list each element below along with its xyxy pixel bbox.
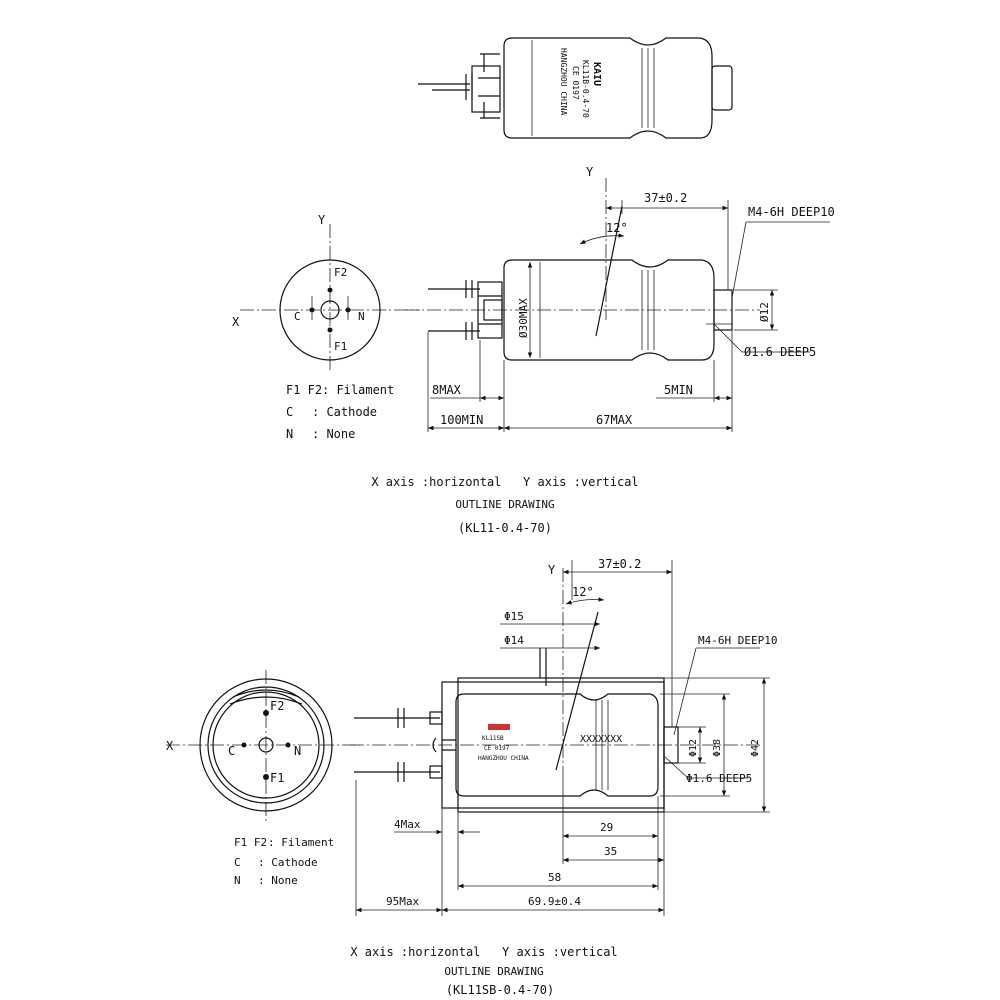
dim-dia12: Φ12 [688,739,699,757]
label-origin: HANGZHOU CHINA [478,755,529,762]
dim-hole: Ø1.6 DEEP5 [744,345,816,359]
legend-key: N [286,427,293,441]
dim-dia42: Φ42 [750,739,761,757]
legend-2: F1 F2 : Filament C : Cathode N : None [234,836,334,887]
axis-x-label: X [232,315,240,329]
end-view-1: X Y F2 F1 C N [232,213,420,372]
dim-angle: 12° [572,585,594,599]
pin-c-label: C [294,310,301,323]
legend-key: C [286,405,293,419]
caption-model: (KL11-0.4-70) [458,521,552,535]
caption-2: X axis :horizontal Y axis :vertical OUTL… [350,945,617,997]
drawing-2: X F2 F1 C N Y [166,557,777,997]
top-label-origin: HANGZHOU CHINA [559,48,568,116]
label-model: KL11SB [482,735,504,742]
dim-37: 37±0.2 [598,557,641,571]
legend-key: N [234,874,241,887]
caption-axes: X axis :horizontal Y axis :vertical [350,945,617,959]
dim-699: 69.9±0.4 [528,895,581,908]
dim-5min: 5MIN [664,383,693,397]
dim-58: 58 [548,871,561,884]
dim-35: 35 [604,845,617,858]
drawing-1: X Y F2 F1 C N Y [232,165,835,535]
legend-text: : Filament [322,383,394,397]
axis-y-side-label: Y [586,165,594,179]
dim-100min: 100MIN [440,413,483,427]
dim-95max: 95Max [386,895,419,908]
legend-text: : Filament [268,836,334,849]
pin-f1-label: F1 [270,771,284,785]
top-label-model: KL11B-0.4-70 [581,60,590,118]
legend-text: : None [258,874,298,887]
top-label-brand: KAIU [591,62,602,86]
end-view-2: X F2 F1 C N [166,670,360,822]
caption-title: OUTLINE DRAWING [444,965,543,978]
top-view: KAIU KL11B-0.4-70 CE 0197 HANGZHOU CHINA [418,37,733,139]
dim-37: 37±0.2 [644,191,687,205]
dim-8max: 8MAX [432,383,462,397]
dim-angle: 12° [606,221,628,235]
caption-axes: X axis :horizontal Y axis :vertical [371,475,638,489]
dim-thread: M4-6H DEEP10 [748,205,835,219]
caption-title: OUTLINE DRAWING [455,498,554,511]
legend-text: : Cathode [258,856,318,869]
dim-4max: 4Max [394,818,421,831]
legend-key: C [234,856,241,869]
axis-y-label: Y [548,563,556,577]
legend-1: F1 F2 : Filament C : Cathode N : None [286,383,394,441]
dim-dia12: Ø12 [758,302,771,322]
legend-text: : Cathode [312,405,377,419]
side-view-1: Y 12° [405,165,835,432]
caption-1: X axis :horizontal Y axis :vertical OUTL… [371,475,638,535]
dim-dia30: Ø30MAX [517,298,530,338]
dim-dia38: Φ38 [712,739,723,757]
top-label-cert: CE 0197 [571,66,580,100]
axis-y-label: Y [318,213,326,227]
dim-thread: M4-6H DEEP10 [698,634,777,647]
pin-f2-label: F2 [334,266,347,279]
side-view-2: Y XXXXXXX KL11SB CE 0197 [350,557,777,916]
dim-hole: Φ1.6 DEEP5 [686,772,752,785]
dim-67max: 67MAX [596,413,633,427]
pin-n-label: N [358,310,365,323]
marks: XXXXXXX [580,734,622,745]
dim-dia14: Φ14 [504,634,524,647]
pin-f2-label: F2 [270,699,284,713]
legend-text: : None [312,427,355,441]
pin-f1-label: F1 [334,340,347,353]
legend-key: F1 F2 [286,383,322,397]
label-cert: CE 0197 [484,745,510,752]
axis-x-label: X [166,739,174,753]
pin-n-label: N [294,744,301,758]
dim-29: 29 [600,821,613,834]
legend-key: F1 F2 [234,836,267,849]
pin-c-label: C [228,744,235,758]
caption-model: (KL11SB-0.4-70) [446,983,554,997]
dim-dia15: Φ15 [504,610,524,623]
